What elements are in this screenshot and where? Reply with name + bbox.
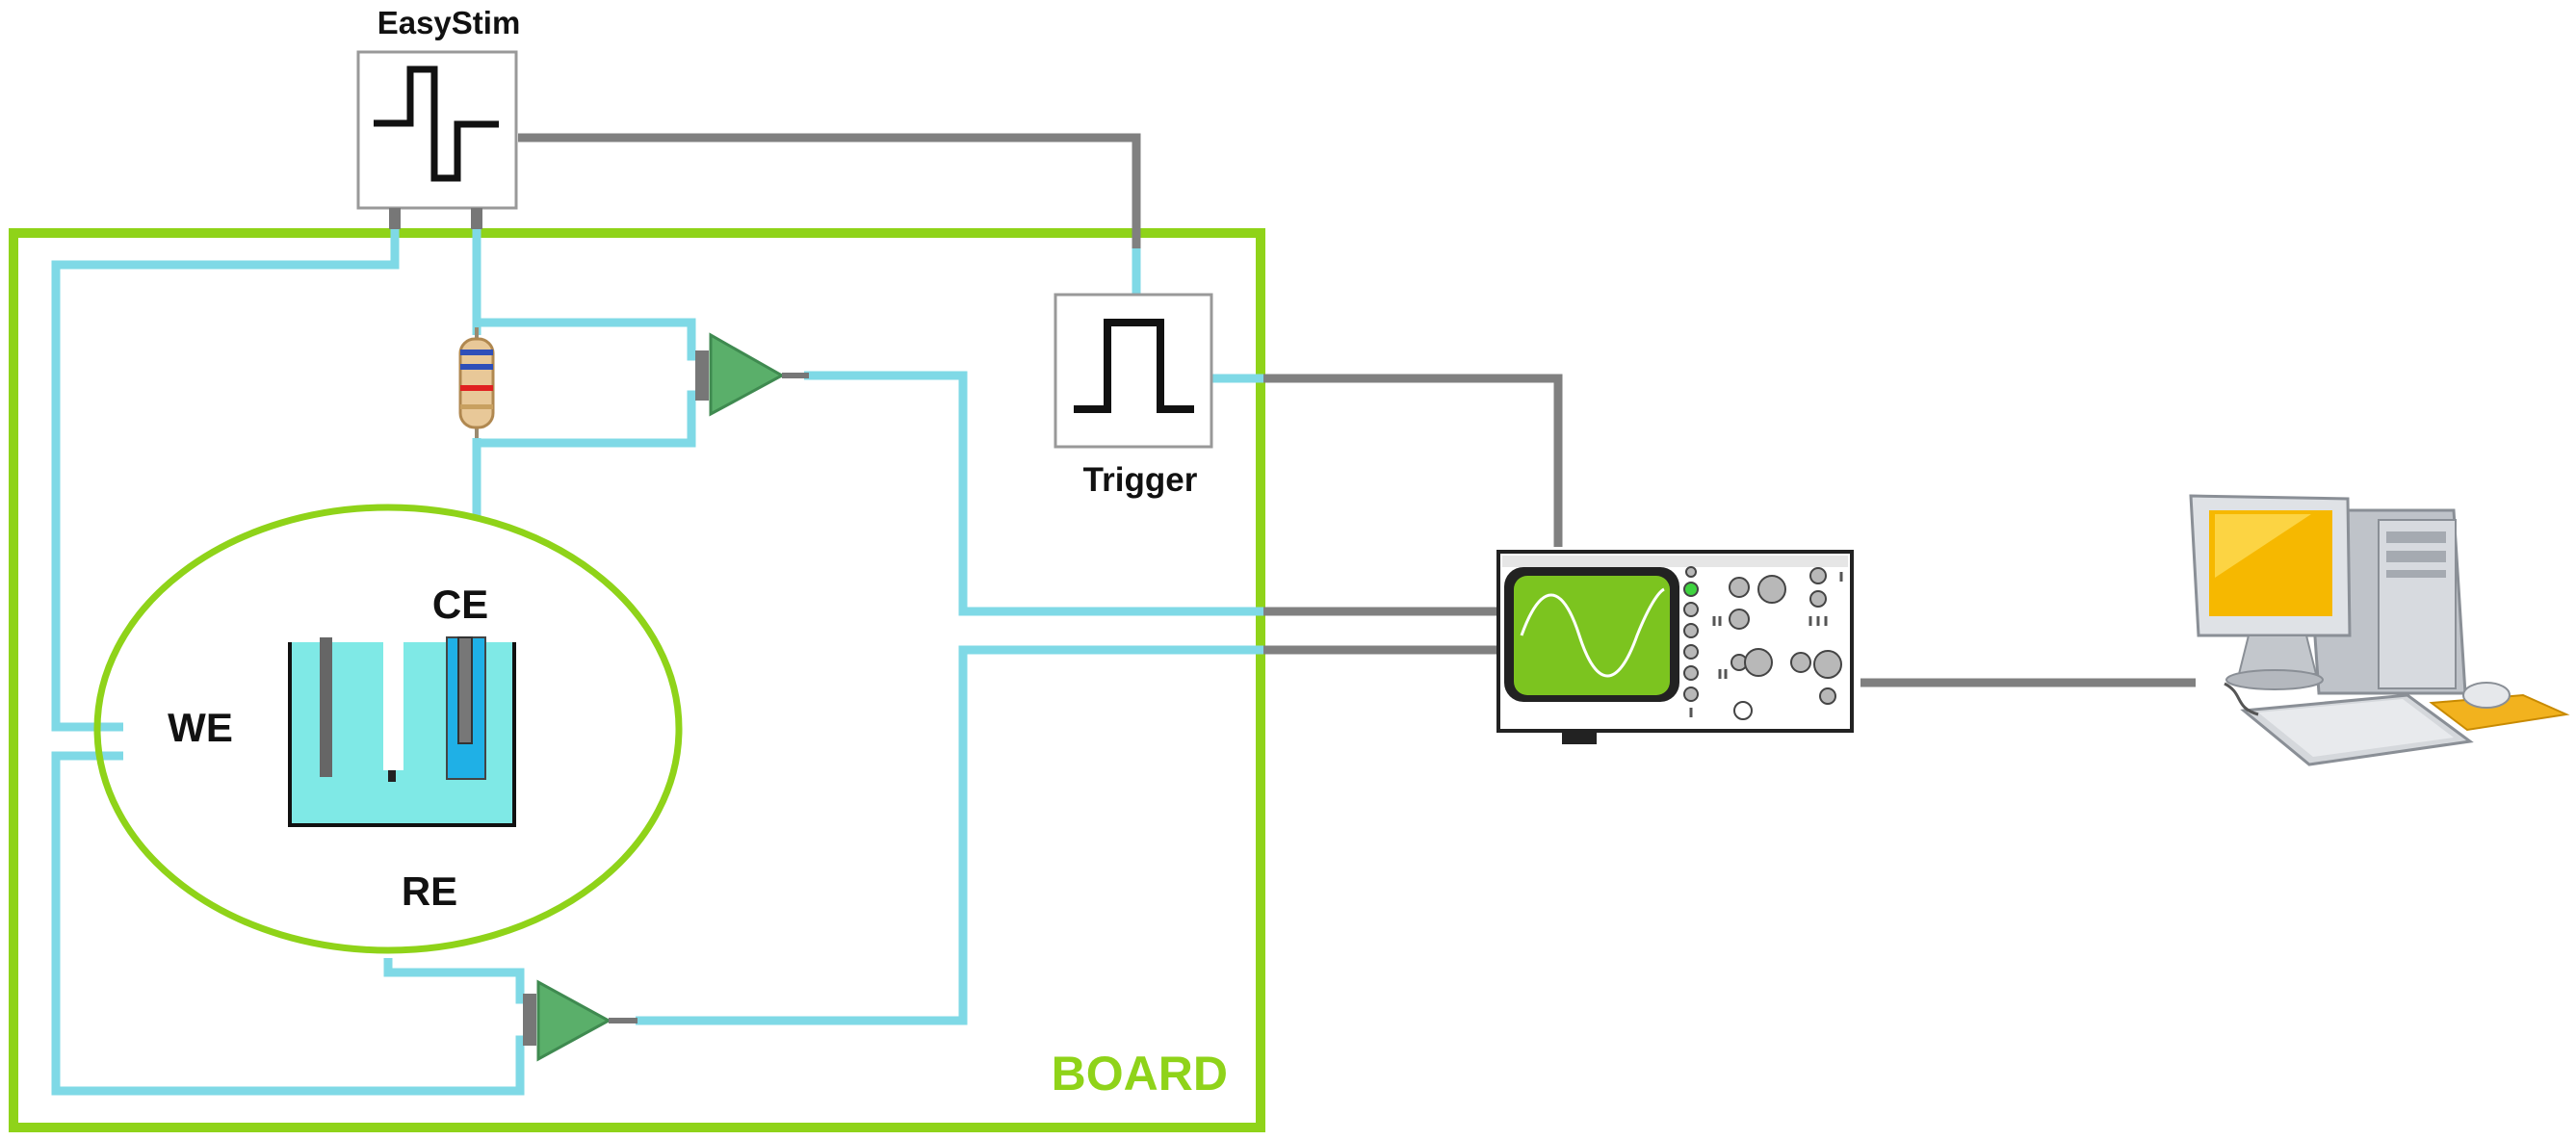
oscilloscope-icon — [1496, 550, 1854, 744]
easystim-label: EasyStim — [377, 5, 521, 40]
board-label: BOARD — [1052, 1047, 1228, 1101]
scope-screen — [1514, 576, 1670, 695]
counter-electrode — [457, 636, 473, 744]
we-label: WE — [168, 705, 233, 750]
biphasic-pulse-icon — [374, 65, 499, 182]
re-label: RE — [402, 868, 457, 914]
board-outline — [9, 228, 1265, 1132]
desktop-computer-icon — [2189, 494, 2570, 766]
ce-label: CE — [432, 582, 488, 627]
lower-amplifier — [523, 979, 637, 1062]
trigger-label: Trigger — [1083, 461, 1198, 499]
square-pulse-icon — [1074, 319, 1194, 413]
trigger-box: Trigger — [1054, 293, 1213, 499]
electrochemical-cell — [288, 636, 516, 827]
gray-wires — [518, 133, 2196, 687]
op-amp-triangle-icon — [536, 979, 612, 1062]
reference-electrode — [383, 637, 403, 770]
resistor-icon — [458, 327, 495, 438]
working-electrode — [320, 637, 332, 777]
op-amp-triangle-icon — [709, 332, 786, 417]
easystim-box: EasyStim — [356, 5, 521, 229]
upper-amplifier — [695, 332, 809, 417]
cell-ellipse — [93, 504, 683, 954]
